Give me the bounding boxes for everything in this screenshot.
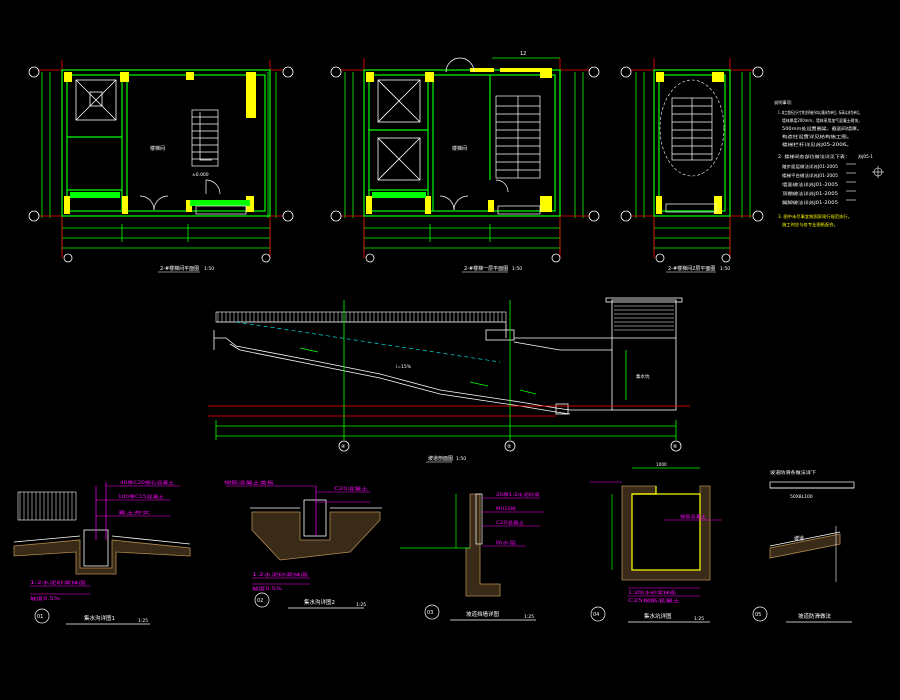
section-axis-3: ⑥ [673, 444, 678, 450]
stair-plan-3: 2-#楼梯间2层平面图 1:50 [620, 58, 764, 273]
notes-item5: 顶棚做法详苏J01-2005 [782, 190, 838, 197]
plan2-scale: 1:50 [512, 266, 522, 272]
detail-05: 坡道防滑条做法详下 50X8L100 坡道 05 坡道防滑做法 [752, 469, 855, 623]
d5-note: 坡道防滑条做法详下 [770, 469, 817, 476]
d1-number: 01 [37, 614, 43, 620]
d3-note4: 防水层 [496, 539, 516, 546]
d4-title: 集水坑详图 [644, 612, 672, 620]
detail-04: 钢筋混凝土 1:2防水砂浆抹面 C25钢筋混凝土 1000 04 集水坑详图 1… [590, 462, 722, 623]
d4-note2: 1:2防水砂浆抹面 [628, 589, 676, 596]
d1-note3: 素土夯实 [118, 509, 150, 516]
notes-line1: 1. 本工程所注尺寸除注明者外均以毫米为单位，标高以米为单位。 [778, 109, 862, 116]
d3-scale: 1:25 [524, 614, 534, 620]
d5-title: 坡道防滑做法 [798, 612, 832, 620]
plan2-title: 2-#楼梯一层平面图 [464, 265, 508, 272]
plan2-top-tag: 12 [520, 51, 526, 57]
general-notes: 说明事项： 1. 本工程所注尺寸除注明者外均以毫米为单位，标高以米为单位。 墙体… [774, 99, 873, 228]
notes-item2: 踏步面层做法详苏J01-2005 [782, 163, 838, 170]
d2-note3: 1:2水泥砂浆抹面 [252, 571, 308, 578]
d1-note1: 40厚C20细石混凝土 [120, 479, 174, 486]
d2-note4: 坡度0.5% [252, 585, 282, 592]
notes-item3: 楼梯平台做法详苏J01-2005 [782, 172, 838, 179]
notes-item4: 墙面做法详苏J01-2005 [782, 181, 838, 188]
d1-scale: 1:25 [138, 618, 148, 624]
d4-dim: 1000 [656, 462, 667, 467]
stair-plan-2: 楼梯间 12 2-#楼梯一层平面图 1:50 [330, 51, 600, 273]
section-title: 坡道剖面图 [428, 455, 453, 462]
section-axis-1: ④ [341, 444, 346, 450]
plan2-room-label: 楼梯间 [452, 145, 467, 152]
d5-box: 50X8L100 [790, 494, 813, 500]
d5-number: 05 [755, 612, 761, 618]
notes-symbols [846, 163, 884, 201]
d4-number: 04 [593, 612, 599, 618]
notes-heading: 说明事项： [774, 99, 795, 106]
d2-title: 集水沟详图2 [304, 598, 335, 606]
detail-03: 20厚1:2水泥砂浆 MU10砖 C20混凝土 防水层 03 坡道挡墙详图 1:… [400, 491, 544, 621]
notes-item1: 2. 楼梯间各部位做法详见下表： [778, 153, 850, 160]
notes-warn1: 3. 图中未尽事宜按国家现行规范执行。 [778, 213, 852, 220]
d2-scale: 1:25 [356, 602, 366, 608]
d4-scale: 1:25 [694, 616, 704, 622]
notes-line4: 构造柱设置详见结构施工图。 [782, 133, 852, 140]
plan3-scale: 1:50 [720, 266, 730, 272]
section-slope-label: i=15% [396, 364, 412, 370]
d5-label: 坡道 [794, 535, 804, 542]
d1-note4: 1:2水泥砂浆抹面 [30, 579, 86, 586]
section-scale: 1:50 [456, 456, 466, 462]
d3-number: 03 [427, 610, 433, 616]
d4-note3: C25钢筋混凝土 [628, 597, 680, 604]
stair-plan-1: 楼梯间 ±0.000 2-#楼梯间平面图 1:50 [28, 60, 294, 273]
notes-item6: 踢脚做法详苏J01-2005 [782, 199, 838, 206]
plan1-elev-label: ±0.000 [192, 172, 209, 178]
d2-note1: 钢筋混凝土盖板 [224, 479, 275, 486]
d4-note1: 钢筋混凝土 [680, 513, 706, 520]
section-room-label: 集水坑 [636, 373, 650, 380]
d1-note5: 坡度0.5% [30, 595, 60, 602]
plan1-scale: 1:50 [204, 266, 214, 272]
section-axis-2: ⑤ [507, 444, 511, 450]
d3-note3: C20混凝土 [496, 519, 524, 526]
d3-title: 坡道挡墙详图 [466, 610, 500, 618]
d1-note2: 100厚C15混凝土 [118, 493, 164, 500]
notes-line5: 楼梯栏杆详见苏J05-2006。 [782, 141, 852, 148]
notes-ref: 苏J05-1 [858, 153, 873, 160]
plan1-title: 2-#楼梯间平面图 [160, 265, 199, 272]
d2-note2: C20混凝土 [334, 485, 368, 492]
plan3-title: 2-#楼梯间2层平面图 [668, 265, 715, 272]
ramp-section: ④ ⑤ ⑥ 集水坑 i=15% 坡道剖面图 1:50 [208, 297, 690, 463]
notes-line3: 500mm处设置圈梁，截面同墙厚。 [782, 125, 862, 132]
d2-number: 02 [257, 598, 263, 604]
notes-line2: 墙体厚度200mm，墙体采用加气混凝土砌块， [782, 117, 862, 124]
detail-01: 40厚C20细石混凝土 100厚C15混凝土 素土夯实 1:2水泥砂浆抹面 坡度… [13, 479, 191, 625]
d3-note2: MU10砖 [496, 505, 516, 512]
d3-note1: 20厚1:2水泥砂浆 [496, 491, 541, 498]
detail-02: 钢筋混凝土盖板 C20混凝土 1:2水泥砂浆抹面 坡度0.5% 02 集水沟详图… [224, 479, 382, 609]
d1-title: 集水沟详图1 [84, 614, 115, 622]
notes-warn2: 施工时应与各专业图纸配合。 [782, 221, 838, 228]
plan1-room-label: 楼梯间 [150, 145, 165, 152]
